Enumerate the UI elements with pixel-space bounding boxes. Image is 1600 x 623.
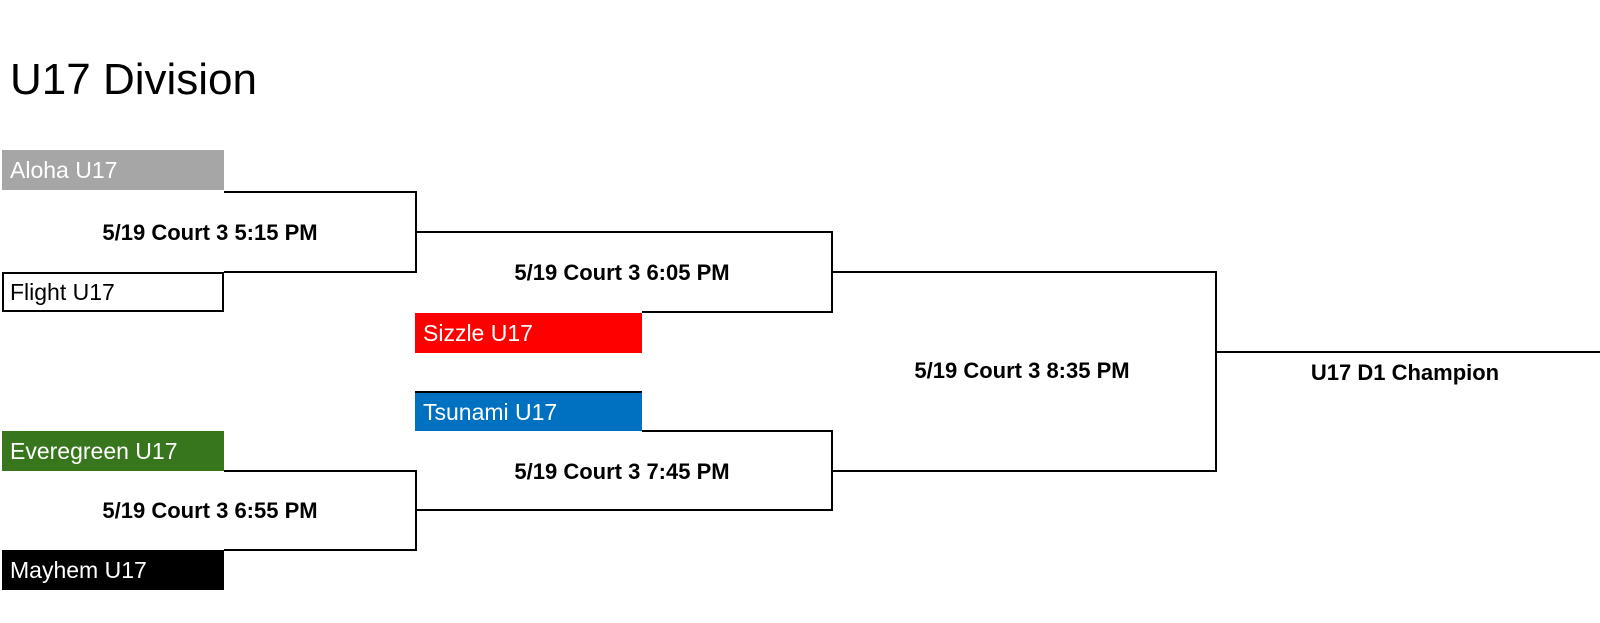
bracket-line — [224, 470, 417, 472]
bracket-line — [415, 231, 833, 233]
bracket-line — [224, 549, 417, 551]
team-flight: Flight U17 — [2, 272, 224, 312]
game-label-2: 5/19 Court 3 6:05 PM — [514, 260, 730, 285]
page-title: U17 Division — [10, 55, 257, 104]
game-label-1: 5/19 Court 3 5:15 PM — [102, 220, 318, 245]
champion-label: U17 D1 Champion — [1310, 360, 1500, 385]
bracket-line — [642, 430, 833, 432]
game-label-3: 5/19 Court 3 6:55 PM — [102, 498, 318, 523]
bracket-line — [831, 470, 1217, 472]
bracket-line — [831, 271, 1217, 273]
champion-line — [1215, 351, 1600, 353]
game-label-5: 5/19 Court 3 8:35 PM — [914, 358, 1130, 383]
team-tsunami: Tsunami U17 — [415, 391, 642, 431]
bracket-line — [642, 311, 833, 313]
bracket-line — [224, 191, 417, 193]
team-everegreen: Everegreen U17 — [2, 431, 224, 471]
bracket-line — [224, 271, 417, 273]
bracket-line — [1215, 271, 1217, 472]
team-aloha: Aloha U17 — [2, 150, 224, 190]
game-label-4: 5/19 Court 3 7:45 PM — [514, 459, 730, 484]
team-mayhem: Mayhem U17 — [2, 550, 224, 590]
bracket-line — [415, 509, 833, 511]
team-sizzle: Sizzle U17 — [415, 313, 642, 353]
